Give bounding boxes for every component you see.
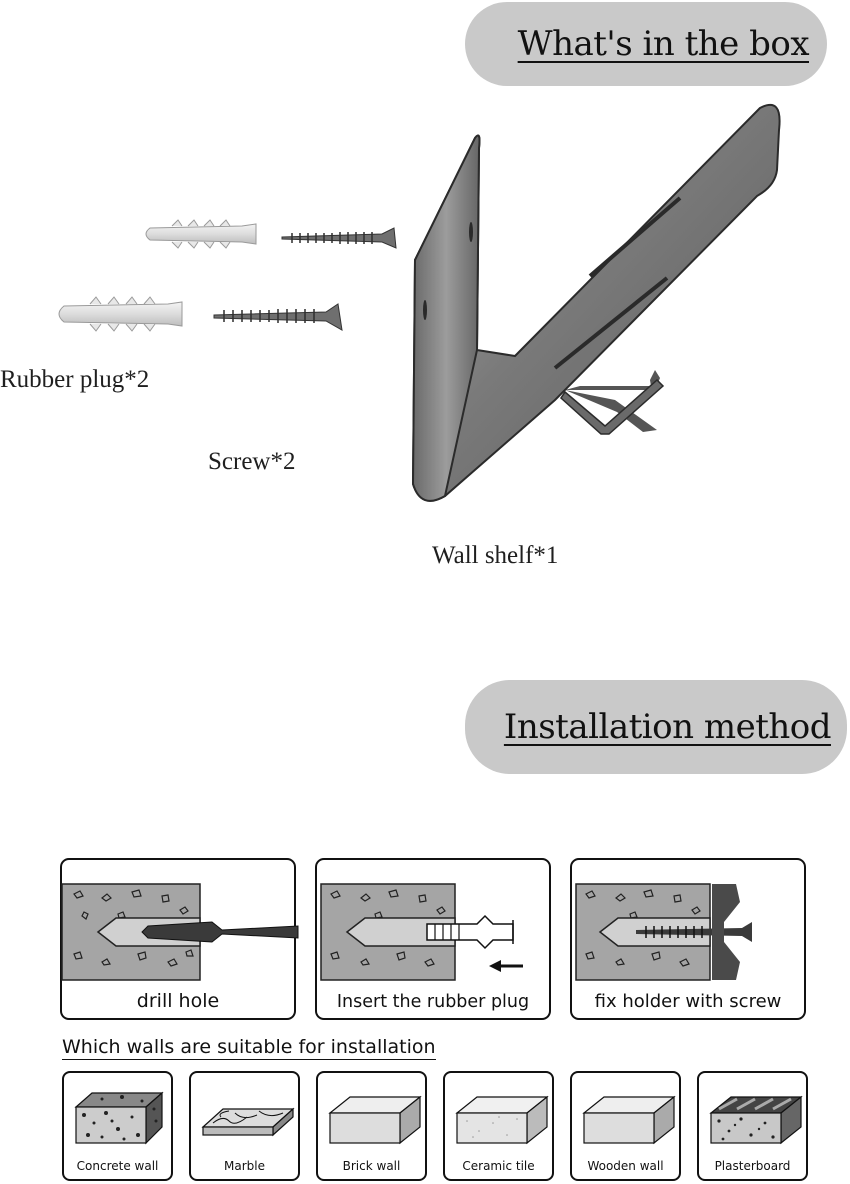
wall-type-wooden: Wooden wall <box>570 1071 681 1181</box>
fix-holder-icon <box>575 883 752 981</box>
wall-type-plasterboard: Plasterboard <box>697 1071 808 1181</box>
installation-method-text: Installation method <box>503 707 832 747</box>
rubber-plug-label: Rubber plug*2 <box>0 366 150 393</box>
step-label: drill hole <box>136 990 220 1012</box>
ceramic-tile-icon <box>455 1095 549 1145</box>
brick-wall-icon <box>328 1095 422 1145</box>
screw-illustration <box>213 227 397 331</box>
rubber-plug-1 <box>145 219 257 249</box>
step-label: Insert the rubber plug <box>336 992 530 1012</box>
wall-type-marble: Marble <box>189 1071 300 1181</box>
suitable-walls-title: Which walls are suitable for installatio… <box>62 1036 436 1060</box>
screw-2 <box>213 303 343 331</box>
wall-type-label: Wooden wall <box>587 1159 664 1173</box>
insert-plug-icon <box>320 883 523 981</box>
installation-method-heading: Installation method <box>465 680 847 774</box>
wooden-wall-icon <box>582 1095 676 1145</box>
screw-label: Screw*2 <box>208 448 296 475</box>
step-label: fix holder with screw <box>594 991 782 1012</box>
rubber-plug-illustration <box>58 219 257 332</box>
wall-type-concrete: Concrete wall <box>62 1071 173 1181</box>
drill-hole-icon <box>61 883 299 981</box>
plasterboard-icon <box>709 1095 803 1145</box>
step-insert-rubber-plug: Insert the rubber plug <box>315 858 551 1020</box>
wall-type-label: Concrete wall <box>76 1159 159 1173</box>
wall-shelf-label: Wall shelf*1 <box>432 542 559 569</box>
screw-1 <box>281 227 397 249</box>
wall-type-brick: Brick wall <box>316 1071 427 1181</box>
wall-type-ceramic-tile: Ceramic tile <box>443 1071 554 1181</box>
step-drill-hole: drill hole <box>60 858 299 1020</box>
wall-shelf-illustration <box>411 103 781 502</box>
whats-in-the-box-heading: What's in the box <box>465 2 827 86</box>
marble-wall-icon <box>201 1107 295 1137</box>
wall-type-label: Plasterboard <box>714 1159 791 1173</box>
rubber-plug-2 <box>58 296 183 332</box>
wall-type-label: Ceramic tile <box>462 1159 535 1173</box>
wall-type-label: Brick wall <box>342 1159 401 1173</box>
wall-type-label: Marble <box>224 1159 265 1173</box>
step-fix-holder: fix holder with screw <box>570 858 806 1020</box>
whats-in-the-box-text: What's in the box <box>517 24 810 64</box>
concrete-wall-icon <box>74 1091 164 1145</box>
